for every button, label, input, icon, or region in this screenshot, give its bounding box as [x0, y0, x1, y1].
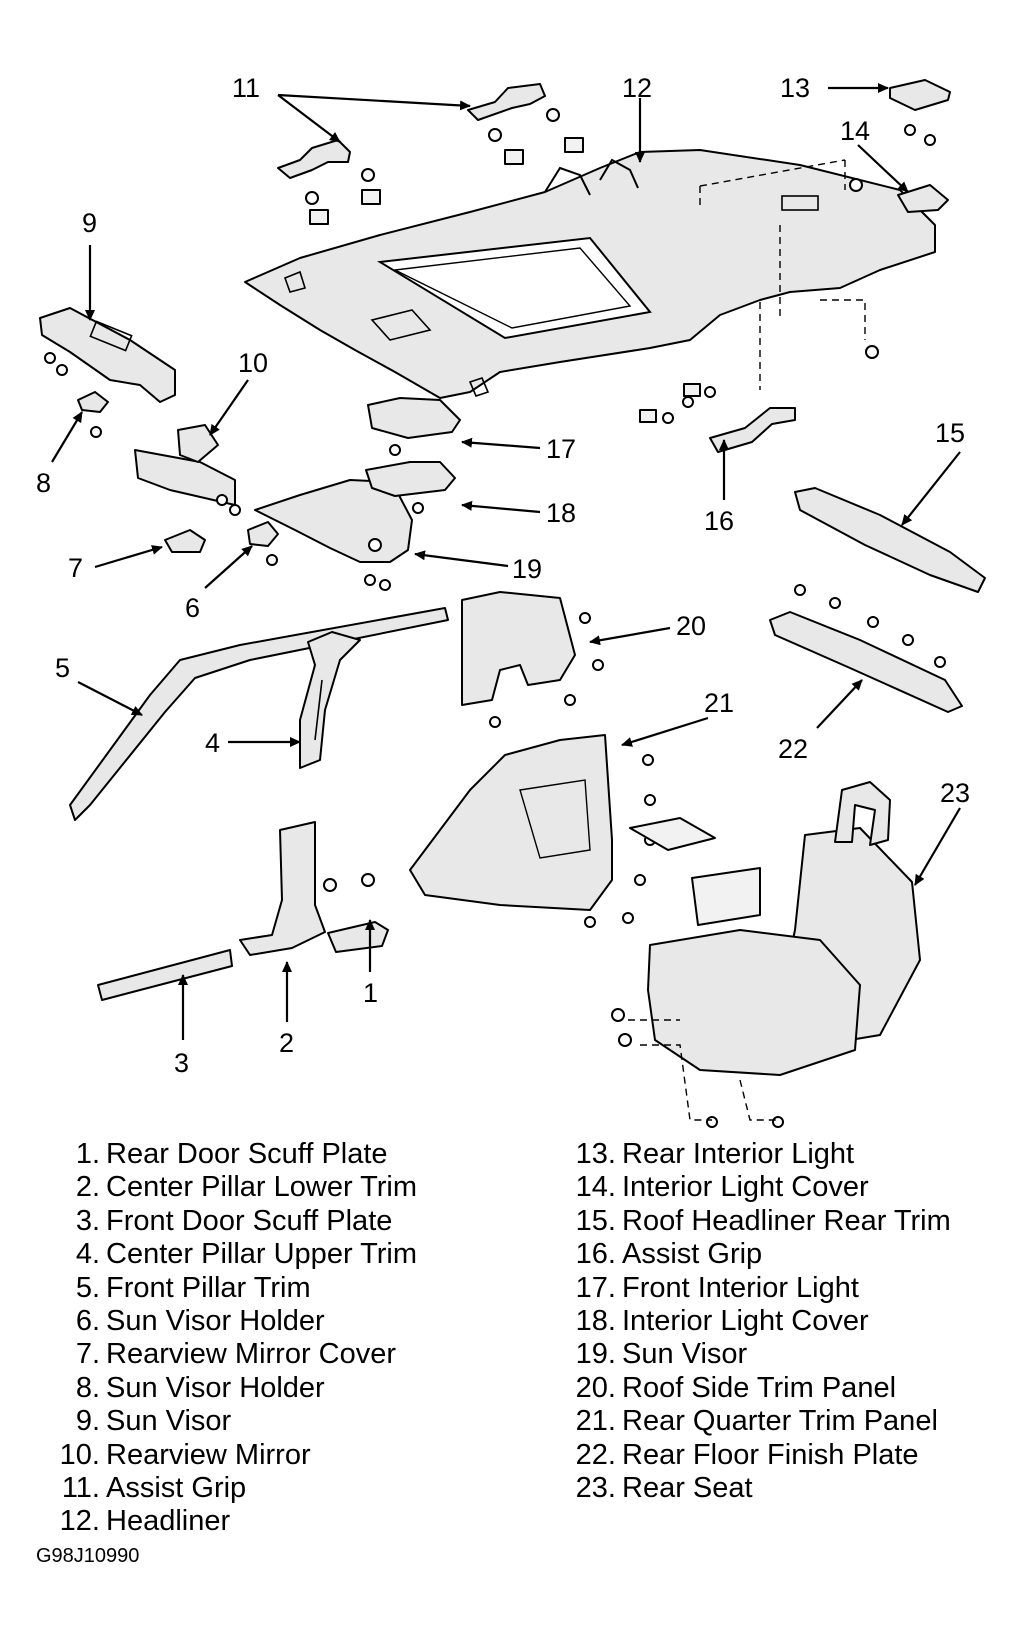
- callout-2: 2: [279, 1028, 294, 1058]
- callout-4: 4: [205, 728, 220, 758]
- legend-item: 3.Front Door Scuff Plate: [75, 1204, 393, 1237]
- legend-item: 9.Sun Visor: [75, 1405, 232, 1438]
- legend-item: 12.Headliner: [59, 1505, 231, 1538]
- front-door-scuff-plate: [97, 949, 233, 1001]
- callout-7: 7: [68, 553, 83, 583]
- legend-item: 19.Sun Visor: [575, 1338, 748, 1371]
- callout-9: 9: [82, 208, 97, 238]
- callout-3: 3: [174, 1048, 189, 1078]
- callout-23: 23: [940, 778, 970, 808]
- legend-item: 23.Rear Seat: [575, 1471, 753, 1504]
- legend-item: 6.Sun Visor Holder: [75, 1304, 325, 1337]
- callout-numbers: 1 2 3 4 5 6 7 8 9 10 11 12 13 14 15 16 1…: [36, 73, 970, 1078]
- callout-16: 16: [704, 506, 734, 536]
- parts-legend-right: 13.Rear Interior Light 14.Interior Light…: [560, 1138, 951, 1505]
- legend-item: 10.Rearview Mirror: [59, 1438, 311, 1471]
- callout-10: 10: [238, 348, 268, 378]
- parts-legend-left: 1.Rear Door Scuff Plate 2.Center Pillar …: [44, 1138, 417, 1539]
- callout-6: 6: [185, 593, 200, 623]
- callout-19: 19: [512, 554, 542, 584]
- rearview-mirror-cover: [164, 529, 206, 553]
- callout-17: 17: [546, 434, 576, 464]
- assist-grip-left: [277, 139, 381, 225]
- rear-interior-light: [889, 79, 951, 146]
- callout-5: 5: [55, 653, 70, 683]
- legend-item: 5.Front Pillar Trim: [75, 1271, 311, 1304]
- callout-22: 22: [778, 734, 808, 764]
- center-pillar-upper-trim: [299, 631, 361, 769]
- callout-12: 12: [622, 73, 652, 103]
- legend-item: 18.Interior Light Cover: [575, 1304, 869, 1337]
- legend-item: 2.Center Pillar Lower Trim: [75, 1171, 418, 1204]
- leader-lines: [51, 83, 961, 1040]
- legend-item: 4.Center Pillar Upper Trim: [75, 1238, 418, 1271]
- callout-18: 18: [546, 498, 576, 528]
- rearview-mirror: [134, 424, 241, 516]
- interior-light-cover-front: [365, 461, 456, 514]
- callout-15: 15: [935, 418, 965, 448]
- legend-item: 7.Rearview Mirror Cover: [75, 1338, 397, 1371]
- callout-14: 14: [840, 116, 870, 146]
- legend-item: 17.Front Interior Light: [575, 1271, 859, 1304]
- legend-item: 15.Roof Headliner Rear Trim: [575, 1204, 951, 1237]
- headliner-part: [244, 149, 936, 399]
- figure-id: G98J10990: [36, 1545, 140, 1567]
- callout-11: 11: [232, 73, 260, 103]
- callout-13: 13: [780, 73, 810, 103]
- rear-seat: [611, 781, 921, 1128]
- legend-item: 13.Rear Interior Light: [575, 1138, 855, 1170]
- callout-21: 21: [704, 688, 734, 718]
- rear-door-scuff-plate: [327, 921, 389, 953]
- legend-item: 22.Rear Floor Finish Plate: [575, 1438, 919, 1471]
- legend-item: 14.Interior Light Cover: [575, 1171, 869, 1204]
- legend-item: 8.Sun Visor Holder: [75, 1371, 325, 1404]
- legend-item: 21.Rear Quarter Trim Panel: [575, 1405, 938, 1438]
- sun-visor-right: [254, 479, 413, 591]
- roof-headliner-rear-trim: [794, 487, 986, 593]
- interior-light-cover-rear: [849, 178, 949, 213]
- sun-visor-left: [39, 307, 176, 403]
- rear-quarter-trim-panel: [409, 734, 761, 928]
- roof-side-trim-panel: [461, 591, 604, 728]
- callout-20: 20: [676, 611, 706, 641]
- assist-grip-center: [467, 83, 584, 165]
- sun-visor-holder-left: [77, 391, 109, 438]
- front-interior-light: [367, 397, 461, 456]
- legend-item: 1.Rear Door Scuff Plate: [75, 1138, 388, 1170]
- rear-floor-finish-plate: [769, 584, 963, 713]
- callout-8: 8: [36, 468, 51, 498]
- sun-visor-holder-right: [247, 521, 279, 566]
- assist-grip-rear: [639, 383, 796, 453]
- legend-item: 16.Assist Grip: [575, 1238, 763, 1271]
- legend-item: 11.Assist Grip: [61, 1471, 247, 1504]
- front-pillar-trim: [69, 607, 449, 821]
- callout-1: 1: [363, 978, 378, 1008]
- legend-item: 20.Roof Side Trim Panel: [575, 1371, 897, 1404]
- center-pillar-lower-trim: [239, 821, 375, 956]
